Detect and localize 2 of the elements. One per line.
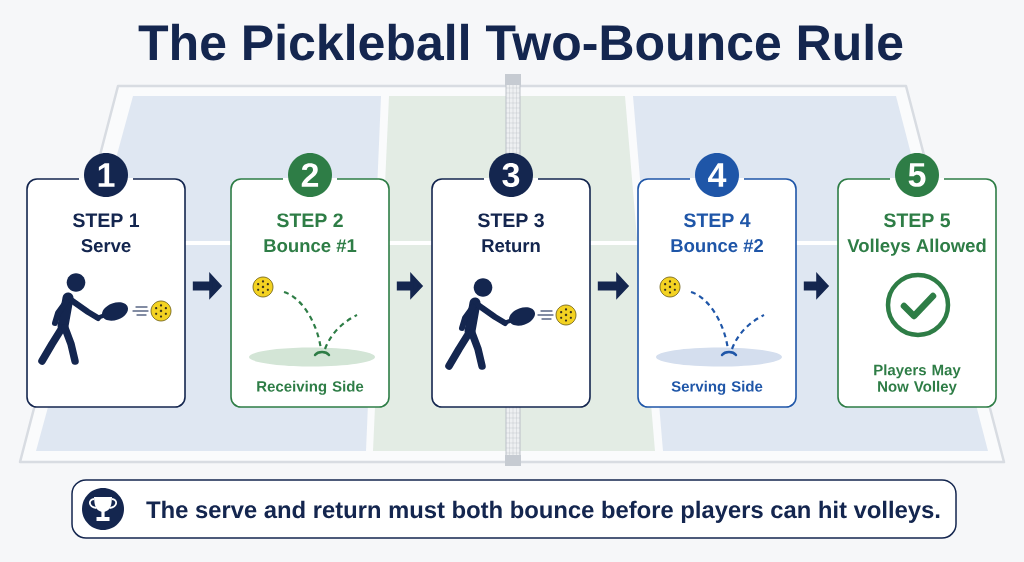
note-text: The serve and return must both bounce before players can hit volleys.	[146, 500, 940, 523]
title: The Pickleball Two-Bounce Rule	[138, 23, 903, 61]
